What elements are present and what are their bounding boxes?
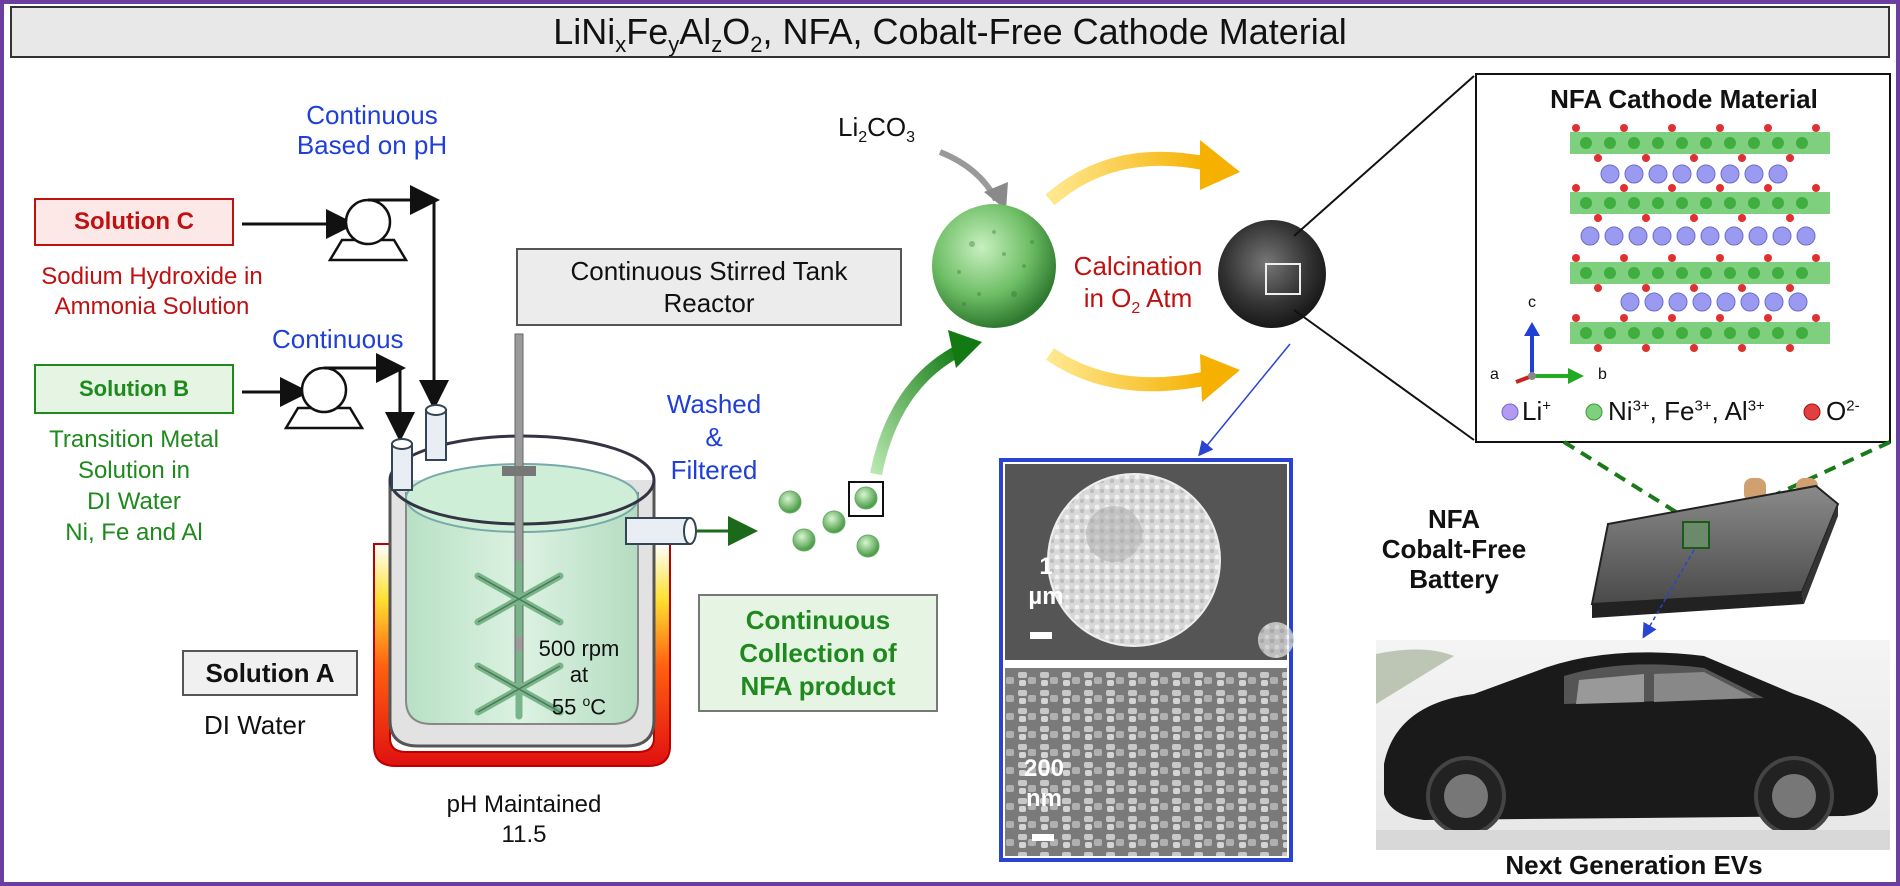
cathode-panel [1475,73,1891,443]
solution-a-box: Solution A [182,650,358,696]
calcination-label: Calcination in O2 Atm [1073,251,1203,318]
ev-car [1376,640,1890,850]
cathode-legend-o: O2- [1826,396,1860,426]
collection-box: Continuous Collection of NFA product [698,594,938,712]
solution-b-label: Solution B [79,376,189,401]
green-curved-arrow [870,344,963,476]
pump-c-icon [327,198,409,262]
yellow-arrow-top [1045,151,1210,206]
layered-crystal-structure [1570,124,1830,352]
title-text: , NFA, Cobalt-Free Cathode Material [762,11,1347,52]
precursor-sphere [932,204,1056,328]
legend-li: Li+ [1522,396,1552,426]
precursor-particles [778,481,884,558]
cathode-legend-tm: Ni3+, Fe3+, Al3+ [1608,396,1765,426]
solution-b-box: Solution B [34,364,234,414]
battery-zoom-line-left [1562,440,1694,524]
sphere-zoom-box [1265,263,1301,295]
solution-c-desc: Sodium Hydroxide in Ammonia Solution [41,263,263,320]
pump-b-note: Continuous [272,324,404,354]
stirring-conditions: 500 rpm at 55 oC [538,636,620,720]
washed-filtered-label: Washed & Filtered [666,389,762,485]
ev-caption: Next Generation EVs [1505,850,1763,880]
solution-a-label: Solution A [205,657,335,688]
battery-zoom-line-right [1715,440,1891,524]
axis-c-label: c [1528,294,1536,311]
solution-c-box: Solution C [34,198,234,246]
solution-a-desc: DI Water [204,710,306,740]
title-bar: LiNixFeyAlzO2, NFA, Cobalt-Free Cathode … [10,6,1890,58]
solution-b-desc: Transition Metal Solution in DI Water Ni… [49,426,219,546]
solution-c-label: Solution C [74,208,194,235]
axis-b-label: b [1598,366,1607,383]
ph-maintained: pH Maintained 11.5 [446,791,602,848]
process-diagram [242,73,1891,862]
sem-images [999,458,1294,862]
sem-pointer-arrow [1198,343,1291,457]
nfa-sphere [1218,220,1326,328]
cathode-legend: Li+ [1522,396,1551,427]
legend-li-dot [1501,403,1519,421]
ev-pointer-arrow [1642,549,1695,639]
sem-scale-top: 1 µm [1028,553,1064,610]
reactor-vessel [373,333,697,767]
sem-scale-bottom: 200 nm [1023,755,1065,812]
reactor-label-box: Continuous Stirred Tank Reactor [516,248,902,326]
legend-tm-dot [1585,403,1603,421]
pump-b-icon [283,366,365,430]
battery-icon [1590,478,1840,618]
legend-o-dot [1803,403,1821,421]
cathode-panel-title: NFA Cathode Material [1550,84,1818,114]
axis-a-label: a [1490,366,1499,383]
pump-c-note: Continuous Based on pH [296,100,448,160]
crystal-axes [1515,322,1584,384]
yellow-arrow-bottom [1046,348,1210,392]
particle-zoom-box [848,481,884,517]
title-formula: LiNixFeyAlzO2 [553,11,763,58]
battery-label: NFA Cobalt-Free Battery [1381,504,1527,594]
li2co3-label: Li2CO3 [838,112,916,147]
